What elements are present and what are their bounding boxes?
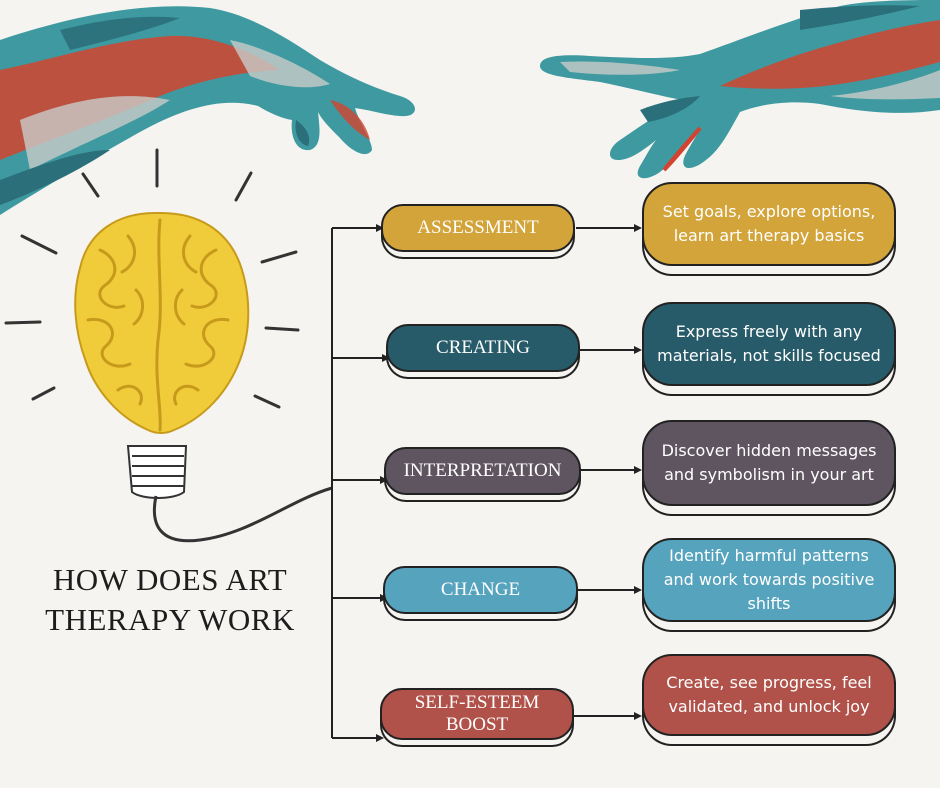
description-text: Discover hidden messages and symbolism i… [661, 441, 877, 484]
stage-description-creating: Express freely with any materials, not s… [642, 302, 896, 386]
connector-lines [331, 227, 634, 739]
stage-label: ASSESSMENT [417, 217, 539, 238]
description-text: Identify harmful patterns and work towar… [663, 546, 875, 613]
left-painted-hand-icon [0, 6, 415, 215]
stage-label: INTERPRETATION [403, 460, 562, 481]
stage-description-assessment: Set goals, explore options, learn art th… [642, 182, 896, 266]
description-text: Express freely with any materials, not s… [657, 322, 881, 365]
title-line-2: THERAPY WORK [45, 602, 295, 637]
stage-label: SELF-ESTEEM BOOST [414, 692, 540, 735]
description-text: Create, see progress, feel validated, an… [666, 673, 872, 716]
stage-pill-change: CHANGE [383, 566, 578, 614]
stage-pill-self-esteem-boost: SELF-ESTEEM BOOST [380, 688, 574, 740]
stage-pill-creating: CREATING [386, 324, 580, 372]
stage-pill-interpretation: INTERPRETATION [384, 447, 581, 495]
page-title: HOW DOES ART THERAPY WORK [20, 560, 320, 640]
stage-pill-assessment: ASSESSMENT [381, 204, 575, 252]
arrowheads [376, 224, 642, 742]
stage-description-self-esteem-boost: Create, see progress, feel validated, an… [642, 654, 896, 736]
stage-label: CREATING [436, 337, 530, 358]
stage-description-change: Identify harmful patterns and work towar… [642, 538, 896, 622]
stage-description-interpretation: Discover hidden messages and symbolism i… [642, 420, 896, 506]
title-line-1: HOW DOES ART [52, 562, 288, 597]
description-text: Set goals, explore options, learn art th… [662, 202, 876, 245]
stage-label: CHANGE [440, 579, 521, 600]
right-painted-hand-icon [540, 0, 940, 179]
brain-lightbulb-icon [4, 148, 333, 543]
